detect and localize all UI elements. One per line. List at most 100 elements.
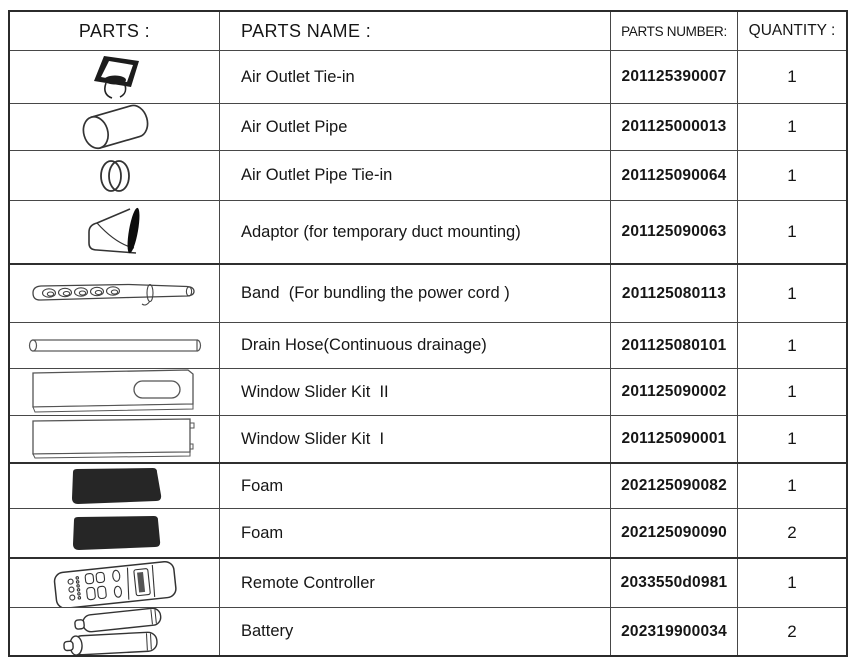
quantity-value: 2 [787,621,797,641]
part-name: Air Outlet Pipe Tie-in [241,166,393,184]
row-foam-1: Foam 202125090082 1 [10,462,846,508]
parts-cell [10,369,219,415]
part-name-cell: Air Outlet Tie-in [219,51,610,103]
part-name: Adaptor (for temporary duct mounting) [241,222,521,241]
parts-cell [10,416,219,462]
quantity-value: 1 [787,222,797,241]
row-drain-hose: Drain Hose(Continuous drainage) 20112508… [10,322,846,368]
quantity-cell: 1 [737,151,846,200]
part-number-cell: 2033550d0981 [610,559,737,607]
quantity-cell: 1 [737,559,846,607]
part-name-cell: Drain Hose(Continuous drainage) [219,323,610,368]
air-outlet-tie-in-icon [93,56,139,99]
quantity-value: 1 [787,67,797,86]
window-slider-kit-2-icon [31,369,194,413]
header-parts-cell: PARTS : [10,12,219,50]
quantity-cell: 1 [737,464,846,508]
part-number: 201125090064 [621,166,727,184]
parts-cell [10,51,219,103]
part-number: 201125000013 [621,118,727,135]
parts-cell [10,104,219,150]
parts-cell [10,464,219,508]
part-number-cell: 201125000013 [610,104,737,150]
parts-cell [10,151,219,200]
part-name-cell: Window Slider Kit II [219,369,610,415]
part-name: Drain Hose(Continuous drainage) [241,336,487,354]
table-header-row: PARTS : PARTS NAME : PARTS NUMBER: QUANT… [10,12,846,50]
row-window-slider-kit-1: Window Slider Kit I 201125090001 1 [10,415,846,462]
part-name: Band (For bundling the power cord ) [241,284,510,302]
part-number: 2033550d0981 [620,574,728,591]
part-number-cell: 202125090082 [610,464,737,508]
parts-table: PARTS : PARTS NAME : PARTS NUMBER: QUANT… [8,10,848,657]
part-number: 201125080113 [621,284,727,302]
header-number-label: PARTS NUMBER: [621,23,727,39]
part-name-cell: Adaptor (for temporary duct mounting) [219,201,610,263]
part-name-cell: Foam [219,509,610,557]
quantity-cell: 2 [737,608,846,655]
part-name-cell: Window Slider Kit I [219,416,610,462]
part-name: Foam [241,523,284,542]
part-number: 201125080101 [621,336,727,354]
air-outlet-pipe-icon [82,104,148,150]
quantity-value: 1 [787,283,797,303]
row-remote-controller: Remote Controller 2033550d0981 1 [10,557,846,607]
part-number: 201125090002 [621,383,727,400]
quantity-value: 1 [787,382,797,401]
row-air-outlet-pipe-tie-in: Air Outlet Pipe Tie-in 201125090064 1 [10,150,846,200]
parts-cell [10,509,219,557]
drain-hose-icon [28,338,201,352]
row-foam-2: Foam 202125090090 2 [10,508,846,557]
header-name-label: PARTS NAME : [241,20,372,41]
part-number-cell: 201125090064 [610,151,737,200]
quantity-cell: 1 [737,369,846,415]
header-parts-label: PARTS : [78,20,151,41]
header-quantity-cell: QUANTITY : [737,12,846,50]
remote-controller-icon [53,560,177,607]
part-number-cell: 201125390007 [610,51,737,103]
adaptor-icon [87,207,139,254]
quantity-cell: 2 [737,509,846,557]
header-number-cell: PARTS NUMBER: [610,12,737,50]
air-outlet-pipe-tie-in-icon [99,159,130,192]
parts-cell [10,201,219,263]
part-number: 201125090001 [621,430,727,447]
quantity-value: 1 [787,165,797,185]
part-name: Foam [241,476,284,495]
part-number-cell: 202125090090 [610,509,737,557]
quantity-cell: 1 [737,51,846,103]
row-adaptor: Adaptor (for temporary duct mounting) 20… [10,200,846,263]
quantity-value: 2 [787,523,797,542]
part-name-cell: Battery [219,608,610,655]
part-number-cell: 201125090002 [610,369,737,415]
part-number-cell: 201125090063 [610,201,737,263]
quantity-cell: 1 [737,201,846,263]
foam-icon [71,468,161,504]
part-name-cell: Band (For bundling the power cord ) [219,265,610,322]
part-name-cell: Air Outlet Pipe Tie-in [219,151,610,200]
part-name-cell: Foam [219,464,610,508]
part-number: 202125090082 [621,477,727,494]
part-number: 201125390007 [621,68,727,85]
part-number-cell: 201125090001 [610,416,737,462]
header-quantity-label: QUANTITY : [748,22,836,39]
part-number: 202319900034 [621,622,727,640]
part-number-cell: 202319900034 [610,608,737,655]
part-name: Window Slider Kit I [241,429,385,448]
quantity-cell: 1 [737,416,846,462]
part-name: Battery [241,622,294,640]
band-icon [31,283,195,306]
part-name-cell: Air Outlet Pipe [219,104,610,150]
quantity-value: 1 [787,429,797,448]
quantity-value: 1 [787,476,797,495]
row-air-outlet-tie-in: Air Outlet Tie-in 201125390007 1 [10,50,846,103]
parts-cell [10,608,219,655]
quantity-cell: 1 [737,265,846,322]
parts-cell [10,559,219,607]
header-name-cell: PARTS NAME : [219,12,610,50]
parts-cell [10,323,219,368]
battery-icon [62,608,161,655]
part-number-cell: 201125080113 [610,265,737,322]
row-band: Band (For bundling the power cord ) 2011… [10,263,846,322]
part-number: 201125090063 [621,223,727,240]
